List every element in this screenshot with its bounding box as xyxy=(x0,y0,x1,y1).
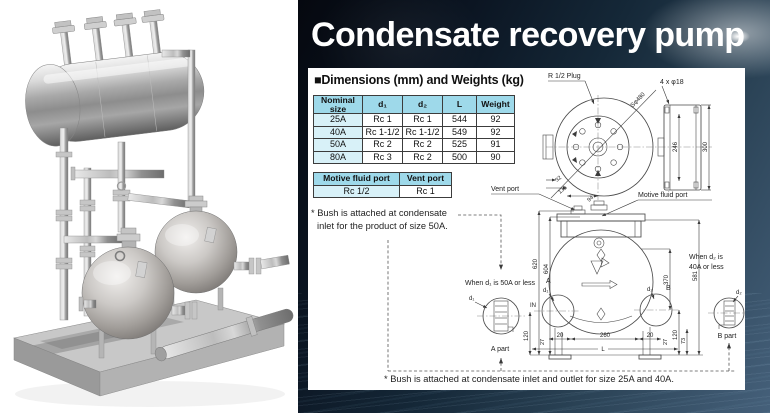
dim-20-right: 20 xyxy=(647,333,654,339)
page-title: Condensate recovery pump xyxy=(311,16,745,54)
a-part-label: A part xyxy=(491,346,509,353)
col-header-vent-port: Vent port xyxy=(399,172,452,186)
lens-flare xyxy=(726,30,750,43)
when-d1-label: When d₁ is 50A or less xyxy=(465,280,536,287)
base-frame xyxy=(12,299,286,397)
cell-d1: Rc 1-1/2 xyxy=(362,125,403,140)
table-row: Rc 1/2 Rc 1 xyxy=(313,184,452,198)
product-photo xyxy=(12,9,294,407)
cell-size: 40A xyxy=(313,125,363,140)
technical-drawing: R 1/2 Plug Sφ480 4 x φ18 246 xyxy=(387,73,745,372)
dim-27-left: 27 xyxy=(540,339,546,345)
when-d2-label-2: 40A or less xyxy=(689,264,724,271)
cell-d1: Rc 2 xyxy=(362,138,403,152)
spec-panel: R 1/2 Plug Sφ480 4 x φ18 246 xyxy=(308,68,745,390)
col-header-d1: d₁ xyxy=(362,94,403,115)
dim-260: 260 xyxy=(600,333,611,339)
cell-size: 80A xyxy=(313,150,363,165)
floor-shadow xyxy=(15,381,285,407)
b-part-label: B part xyxy=(718,333,737,340)
cell-L: 525 xyxy=(442,138,477,152)
cell-weight: 91 xyxy=(476,138,515,152)
b-part-detail: When d₂ is 40A or less d₂ B part xyxy=(689,254,745,340)
dim-20-left: 20 xyxy=(557,333,564,339)
note-line: * Bush is attached at condensate xyxy=(311,208,447,218)
note-line: inlet for the product of size 50A. xyxy=(317,221,448,232)
flange-side-view: 246 300 xyxy=(657,104,711,191)
bolt-holes-label: 4 x φ18 xyxy=(660,79,684,86)
table-row: 80A Rc 3 Rc 2 500 90 xyxy=(313,150,515,165)
sphere-diameter-label: Sφ480 xyxy=(630,91,647,109)
when-d2-label-1: When d₂ is xyxy=(689,254,723,261)
cell-L: 500 xyxy=(442,150,477,165)
cell-d2: Rc 1-1/2 xyxy=(402,125,443,140)
cell-size: 25A xyxy=(313,113,363,127)
vent-port-label: Vent port xyxy=(491,186,519,193)
front-sphere-tank xyxy=(78,227,198,359)
col-header-motive-port: Motive fluid port xyxy=(313,172,400,186)
plug-label: R 1/2 Plug xyxy=(548,73,581,80)
tank-nozzles xyxy=(52,9,165,67)
dim-32: 32 xyxy=(554,175,563,184)
dim-120-right: 120 xyxy=(673,329,679,340)
dim-620: 620 xyxy=(533,258,539,269)
cell-d2: Rc 2 xyxy=(402,150,443,165)
dimensions-table: Nominal size d₁ d₂ L Weight 25A Rc 1 Rc … xyxy=(313,94,515,165)
note-bush-25a-40a: * Bush is attached at condensate inlet a… xyxy=(384,374,674,384)
cell-vent-port-value: Rc 1 xyxy=(399,184,452,198)
header-tank xyxy=(25,9,205,147)
front-view: IN A d₁ d₂ B 20 260 xyxy=(524,200,703,360)
plan-view: R 1/2 Plug Sφ480 4 x φ18 246 xyxy=(542,73,712,204)
note-bush-50a: * Bush is attached at condensate inlet f… xyxy=(311,207,448,233)
dim-120-left: 120 xyxy=(524,330,530,341)
dim-300: 300 xyxy=(703,141,709,152)
cell-L: 549 xyxy=(442,125,477,140)
cell-motive-port-value: Rc 1/2 xyxy=(313,184,400,198)
col-header-d2: d₂ xyxy=(402,94,443,115)
cell-size: 50A xyxy=(313,138,363,152)
table-header-row: Motive fluid port Vent port xyxy=(313,172,452,186)
dim-370: 370 xyxy=(664,274,670,285)
d1-label: d₁ xyxy=(543,288,548,294)
d2-label: d₂ xyxy=(647,287,653,293)
d2-detail-label: d₂ xyxy=(736,290,742,296)
d1-detail-label: d₁ xyxy=(469,296,474,302)
dim-246: 246 xyxy=(673,141,679,152)
a-part-detail: When d₁ is 50A or less d₁ A part xyxy=(465,280,536,353)
outlet-pipe xyxy=(154,308,294,362)
cell-weight: 92 xyxy=(476,125,515,140)
ports-table: Motive fluid port Vent port Rc 1/2 Rc 1 xyxy=(313,172,452,198)
cell-d2: Rc 2 xyxy=(402,138,443,152)
dim-94: 94 xyxy=(586,195,595,204)
cell-d2: Rc 1 xyxy=(402,113,443,127)
dim-604: 604 xyxy=(544,263,550,274)
col-header-weight: Weight xyxy=(476,94,515,115)
cell-d1: Rc 1 xyxy=(362,113,403,127)
table-row: 50A Rc 2 Rc 2 525 91 xyxy=(313,138,515,152)
piping xyxy=(55,49,196,321)
table-row: 40A Rc 1-1/2 Rc 1-1/2 549 92 xyxy=(313,125,515,140)
brand-mark xyxy=(581,257,618,290)
col-header-L: L xyxy=(442,94,477,115)
table-header-row: Nominal size d₁ d₂ L Weight xyxy=(313,94,515,115)
dim-581: 581 xyxy=(693,270,699,281)
col-header-nominal-size: Nominal size xyxy=(313,94,363,115)
cell-d1: Rc 3 xyxy=(362,150,403,165)
section-title: ■Dimensions (mm) and Weights (kg) xyxy=(314,73,524,87)
dim-27-right: 27 xyxy=(663,339,669,345)
cell-weight: 90 xyxy=(476,150,515,165)
product-photo-area xyxy=(0,0,298,413)
motive-port-label: Motive fluid port xyxy=(638,192,687,199)
cell-weight: 92 xyxy=(476,113,515,127)
dim-L: L xyxy=(601,347,605,353)
table-row: 25A Rc 1 Rc 1 544 92 xyxy=(313,113,515,127)
in-label: IN xyxy=(530,303,536,309)
callout-connectors xyxy=(387,214,736,372)
cell-L: 544 xyxy=(442,113,477,127)
dim-130: 130 xyxy=(557,185,568,196)
dim-73: 73 xyxy=(681,338,687,344)
